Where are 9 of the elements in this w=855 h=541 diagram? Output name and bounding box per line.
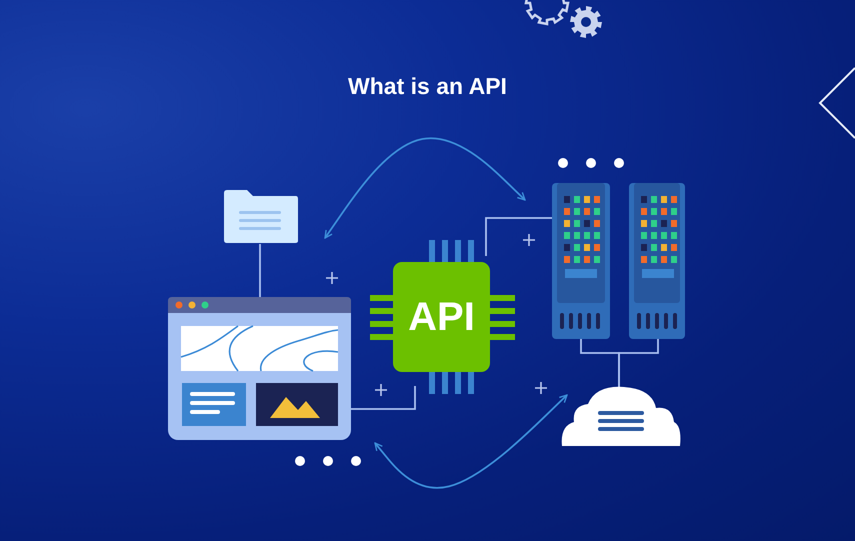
curved-arrow <box>324 137 526 239</box>
connector-line <box>351 386 416 410</box>
title: What is an API <box>348 73 507 99</box>
connector-line <box>485 217 552 256</box>
connector-line <box>259 244 261 297</box>
curved-arrow <box>374 394 568 489</box>
chip-drawing <box>370 240 515 394</box>
chip-label: API <box>407 295 476 339</box>
connector-line <box>618 339 659 387</box>
